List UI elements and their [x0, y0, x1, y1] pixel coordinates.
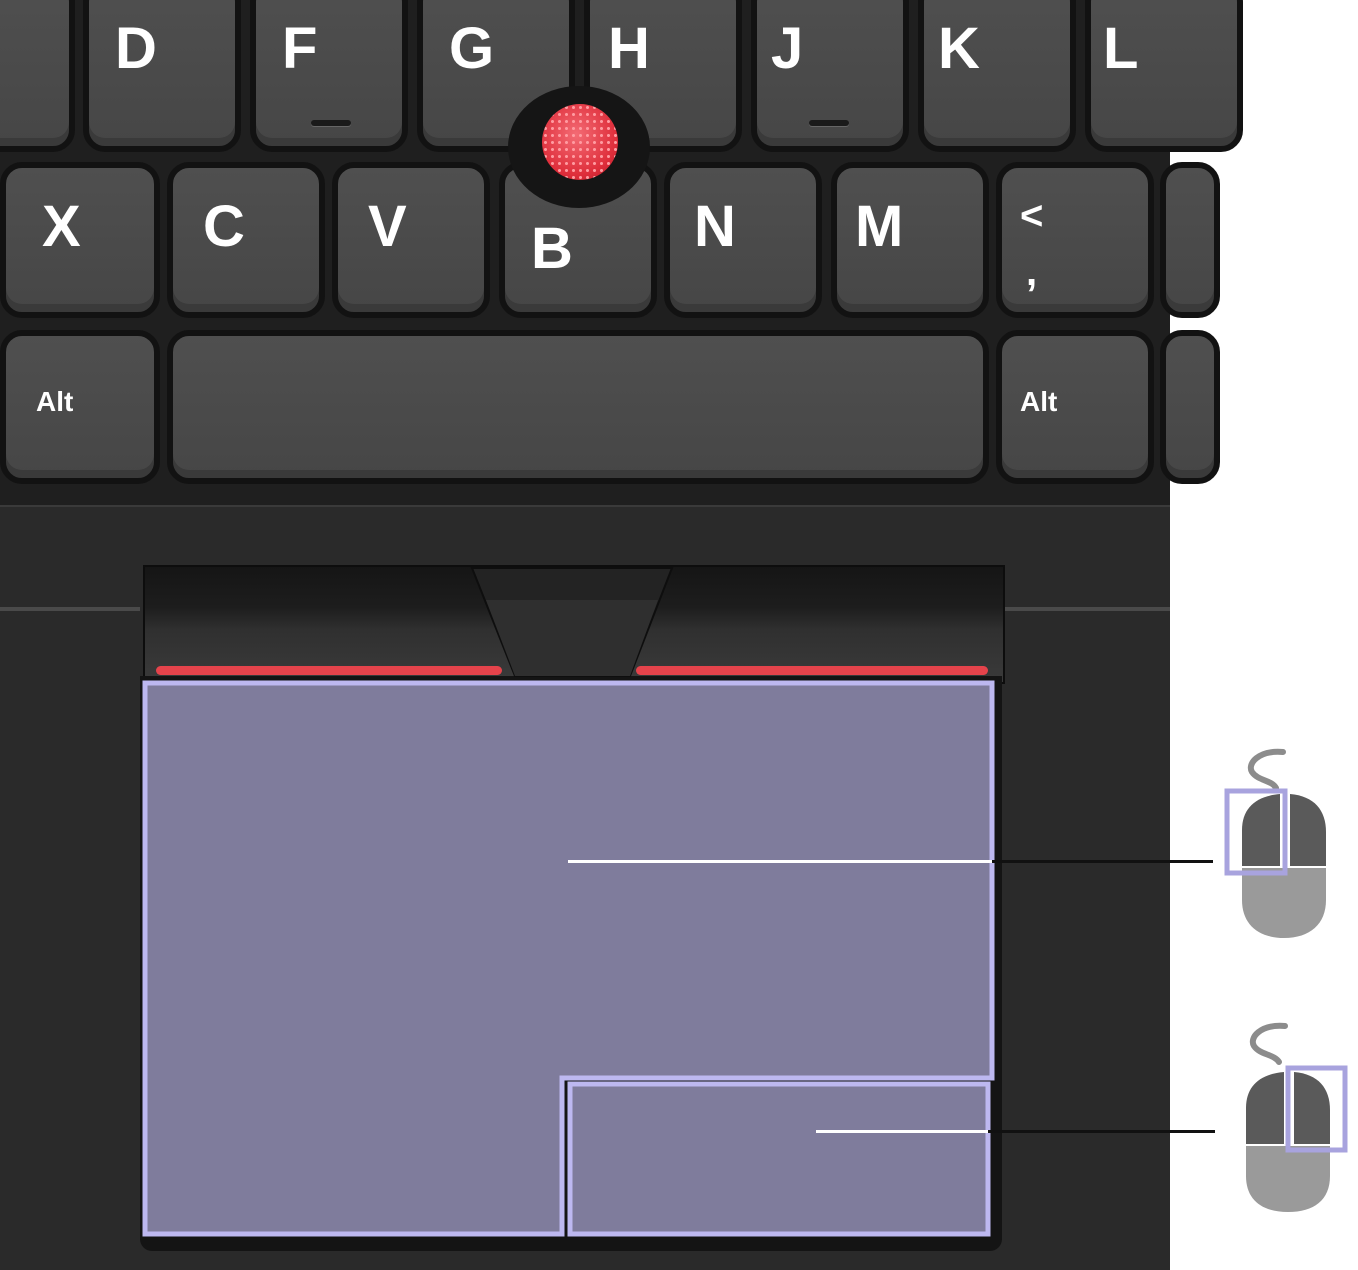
key-c-label: C: [203, 194, 245, 259]
key-n-label: N: [694, 194, 736, 259]
key-m[interactable]: M: [831, 162, 989, 318]
callout-line-main-area-outside: [992, 860, 1213, 863]
key-comma-top-label: <: [1020, 194, 1044, 238]
key-b-label: B: [531, 216, 573, 281]
middle-button-face: [486, 600, 658, 676]
key-v[interactable]: V: [332, 162, 490, 318]
palm-rest-seam-left: [0, 607, 140, 611]
key-l-label: L: [1103, 16, 1139, 81]
key-k[interactable]: K: [918, 0, 1076, 152]
key-partial-period[interactable]: [1160, 162, 1220, 318]
key-partial-s[interactable]: [0, 0, 75, 152]
right-click-strip: [636, 666, 988, 675]
key-x[interactable]: X: [0, 162, 160, 318]
key-h-label: H: [608, 16, 650, 81]
key-c[interactable]: C: [167, 162, 325, 318]
key-f[interactable]: F: [250, 0, 408, 152]
key-m-label: M: [855, 194, 904, 259]
left-click-strip: [156, 666, 502, 675]
key-alt-right[interactable]: Alt: [996, 330, 1154, 484]
key-l[interactable]: L: [1085, 0, 1243, 152]
home-row-bump: [809, 120, 849, 126]
lower-right-touchpad-area: [567, 1081, 991, 1237]
callout-line-main-area: [568, 860, 992, 863]
home-row-bump: [311, 120, 351, 126]
key-alt-left-label: Alt: [36, 386, 74, 417]
key-spacebar[interactable]: [167, 330, 989, 484]
key-x-label: X: [42, 194, 81, 259]
key-j-label: J: [771, 16, 804, 81]
key-comma[interactable]: < ,: [996, 162, 1154, 318]
key-alt-left[interactable]: Alt: [0, 330, 160, 484]
callout-line-right-area-outside: [988, 1130, 1215, 1133]
key-d-label: D: [115, 16, 157, 81]
key-v-label: V: [368, 194, 407, 259]
trackpoint[interactable]: [542, 104, 618, 180]
key-partial-right[interactable]: [1160, 330, 1220, 484]
key-alt-right-label: Alt: [1020, 386, 1058, 417]
key-f-label: F: [282, 16, 318, 81]
key-j[interactable]: J: [751, 0, 909, 152]
key-n[interactable]: N: [664, 162, 822, 318]
key-d[interactable]: D: [83, 0, 241, 152]
mouse-left-button-icon: [1224, 748, 1326, 938]
key-comma-bottom-label: ,: [1026, 250, 1038, 294]
key-k-label: K: [938, 16, 980, 81]
main-touchpad-area: [142, 680, 995, 1237]
mouse-right-button-icon: [1246, 1022, 1348, 1212]
callout-line-right-area: [816, 1130, 988, 1133]
palm-rest-seam-right: [1001, 607, 1170, 611]
key-g-label: G: [449, 16, 495, 81]
